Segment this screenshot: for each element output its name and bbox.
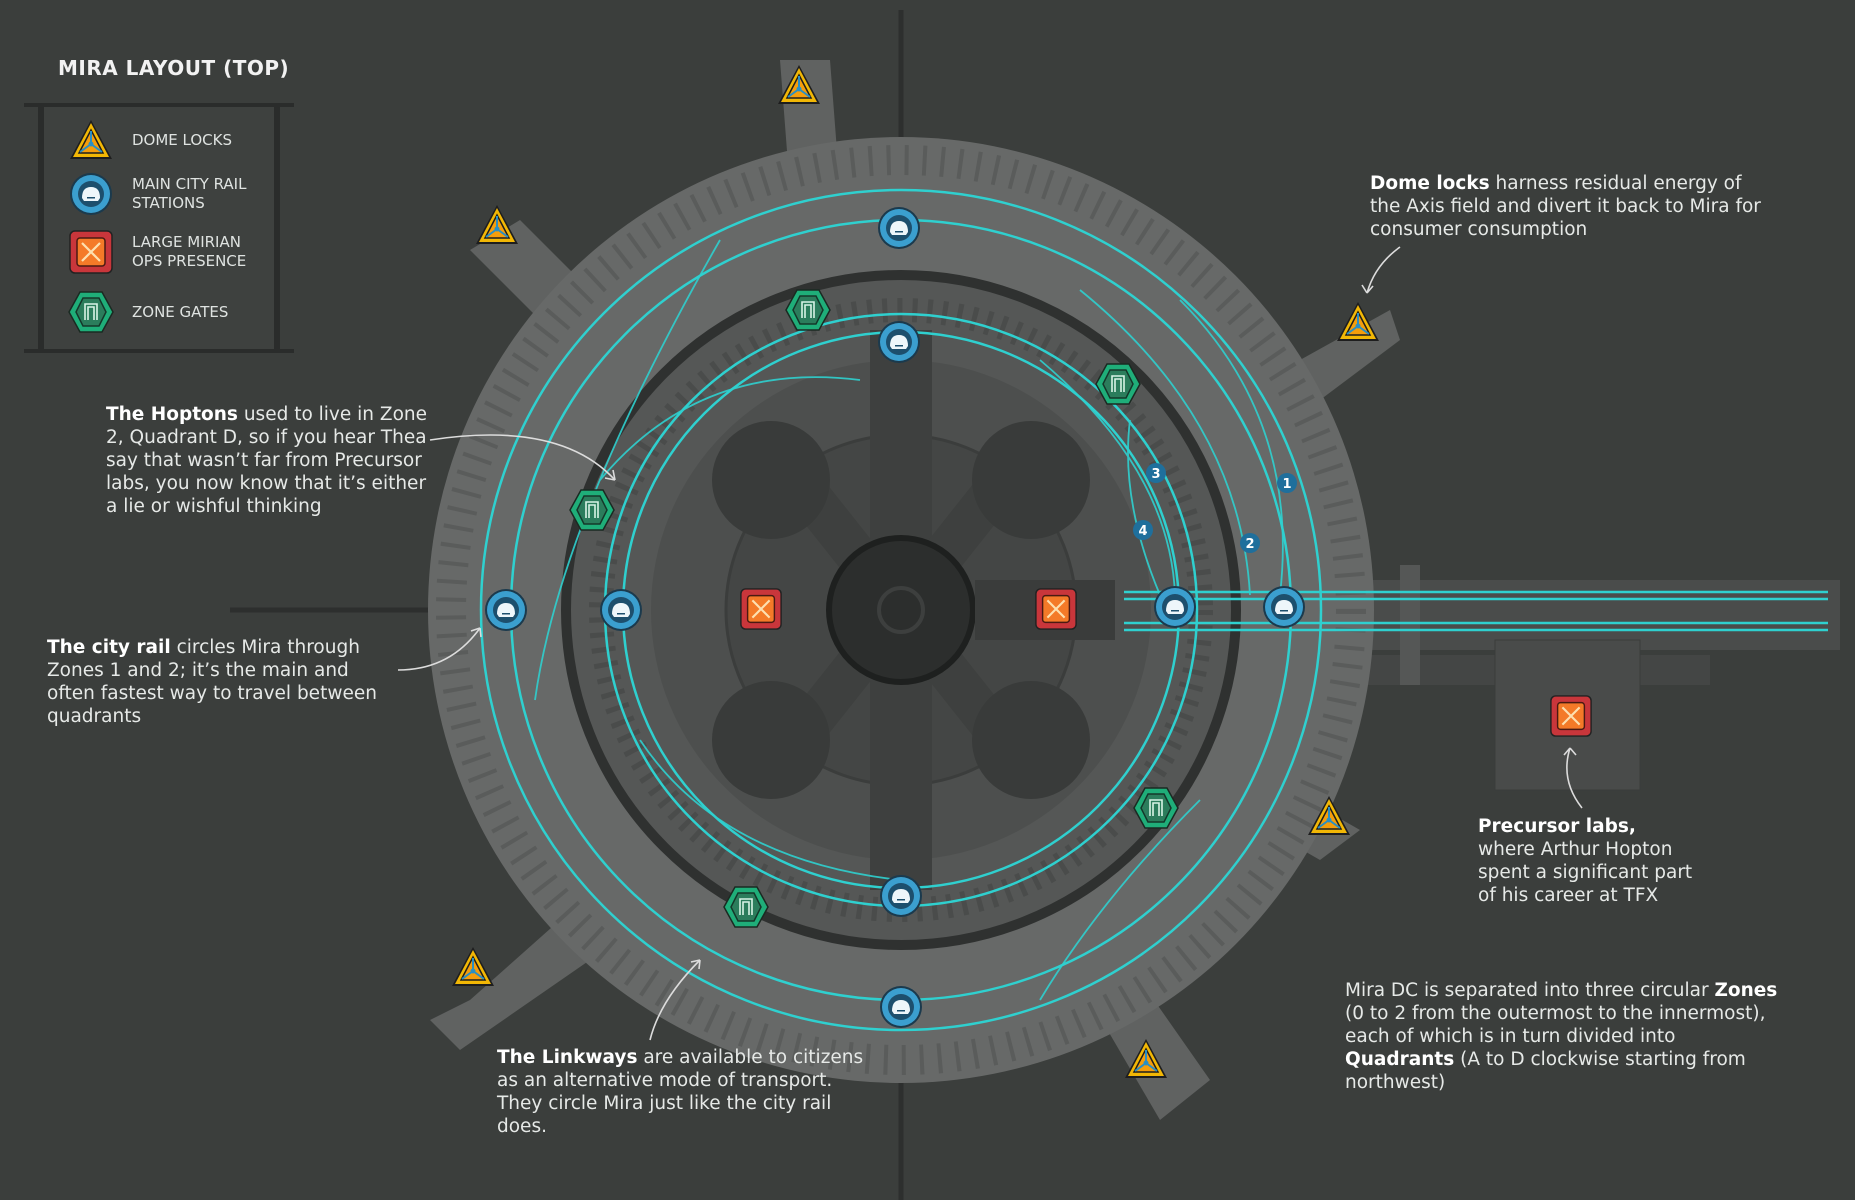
rail-station-icon <box>600 589 642 631</box>
rail-station-icon <box>880 875 922 917</box>
dome-lock-icon <box>68 117 114 163</box>
rail-station-icon <box>68 171 114 217</box>
zone-gate-icon <box>68 289 114 335</box>
mirian-ops-icon <box>739 587 783 631</box>
legend-label: MAIN CITY RAIL STATIONS <box>132 175 247 212</box>
note-text: (0 to 2 from the outermost to the innerm… <box>1345 1003 1766 1047</box>
linkway-marker: 2 <box>1240 533 1260 553</box>
zones-note: Mira DC is separated into three circular… <box>1345 979 1785 1094</box>
rail-station-icon <box>485 589 527 631</box>
mirian-ops-icon <box>1549 694 1593 738</box>
precursor-labs-note: Precursor labs, where Arthur Hopton spen… <box>1478 815 1693 907</box>
dome-locks-note: Dome locks harness residual energy of th… <box>1370 172 1765 241</box>
callout-arrows <box>397 246 1583 1041</box>
rail-station-icon <box>1263 586 1305 628</box>
note-bold: The Hoptons <box>106 404 238 425</box>
linkway-number: 3 <box>1151 467 1160 482</box>
note-bold: The Linkways <box>497 1047 638 1068</box>
linkway-number: 1 <box>1282 477 1291 492</box>
linkways-note: The Linkways are available to citizens a… <box>497 1046 867 1138</box>
linkway-marker: 1 <box>1277 473 1297 493</box>
note-bold: The city rail <box>47 637 171 658</box>
note-bold: Zones <box>1714 980 1778 1001</box>
legend: DOME LOCKS MAIN CITY RAIL STATIONS LARGE… <box>24 103 294 353</box>
linkway-marker: 3 <box>1146 463 1166 483</box>
legend-title: MIRA LAYOUT (TOP) <box>58 56 290 80</box>
linkway-marker: 4 <box>1133 520 1153 540</box>
legend-label: LARGE MIRIAN OPS PRESENCE <box>132 233 247 270</box>
note-text: Mira DC is separated into three circular <box>1345 980 1715 1001</box>
legend-item-mirian-ops: LARGE MIRIAN OPS PRESENCE <box>68 229 246 275</box>
mirian-ops-icon <box>68 229 114 275</box>
legend-item-zone-gates: ZONE GATES <box>68 289 228 335</box>
legend-label: DOME LOCKS <box>132 130 233 149</box>
note-text: are available to citizens as an alternat… <box>497 1047 864 1137</box>
note-bold: Quadrants <box>1345 1049 1455 1070</box>
central-hub <box>826 535 976 685</box>
linkway-markers: 1 2 3 4 <box>1133 463 1297 553</box>
rail-station-icon <box>880 986 922 1028</box>
note-text: used to live in Zone 2, Quadrant D, so i… <box>106 404 427 517</box>
mirian-ops-icon <box>1034 587 1078 631</box>
note-bold: Dome locks <box>1370 173 1490 194</box>
hoptons-note: The Hoptons used to live in Zone 2, Quad… <box>106 403 436 518</box>
note-text: where Arthur Hopton spent a significant … <box>1478 839 1693 906</box>
legend-item-rail-stations: MAIN CITY RAIL STATIONS <box>68 171 246 217</box>
city-rail-note: The city rail circles Mira through Zones… <box>47 636 397 728</box>
rail-station-icon <box>1154 586 1196 628</box>
domes <box>712 421 1090 799</box>
rail-station-icon <box>878 321 920 363</box>
dome-lock-icon <box>475 204 519 245</box>
note-bold: Precursor labs, <box>1478 816 1636 837</box>
note-text: (A to D clockwise starting from northwes… <box>1345 1049 1746 1093</box>
note-text: circles Mira through Zones 1 and 2; it’s… <box>47 637 377 727</box>
linkway-number: 4 <box>1138 524 1147 539</box>
note-text: harness residual energy of the Axis fiel… <box>1370 173 1761 240</box>
dome-lock-icon <box>451 946 495 987</box>
legend-item-dome-locks: DOME LOCKS <box>68 117 232 163</box>
legend-label: ZONE GATES <box>132 302 229 321</box>
linkway-number: 2 <box>1245 537 1254 552</box>
rail-station-icon <box>878 207 920 249</box>
